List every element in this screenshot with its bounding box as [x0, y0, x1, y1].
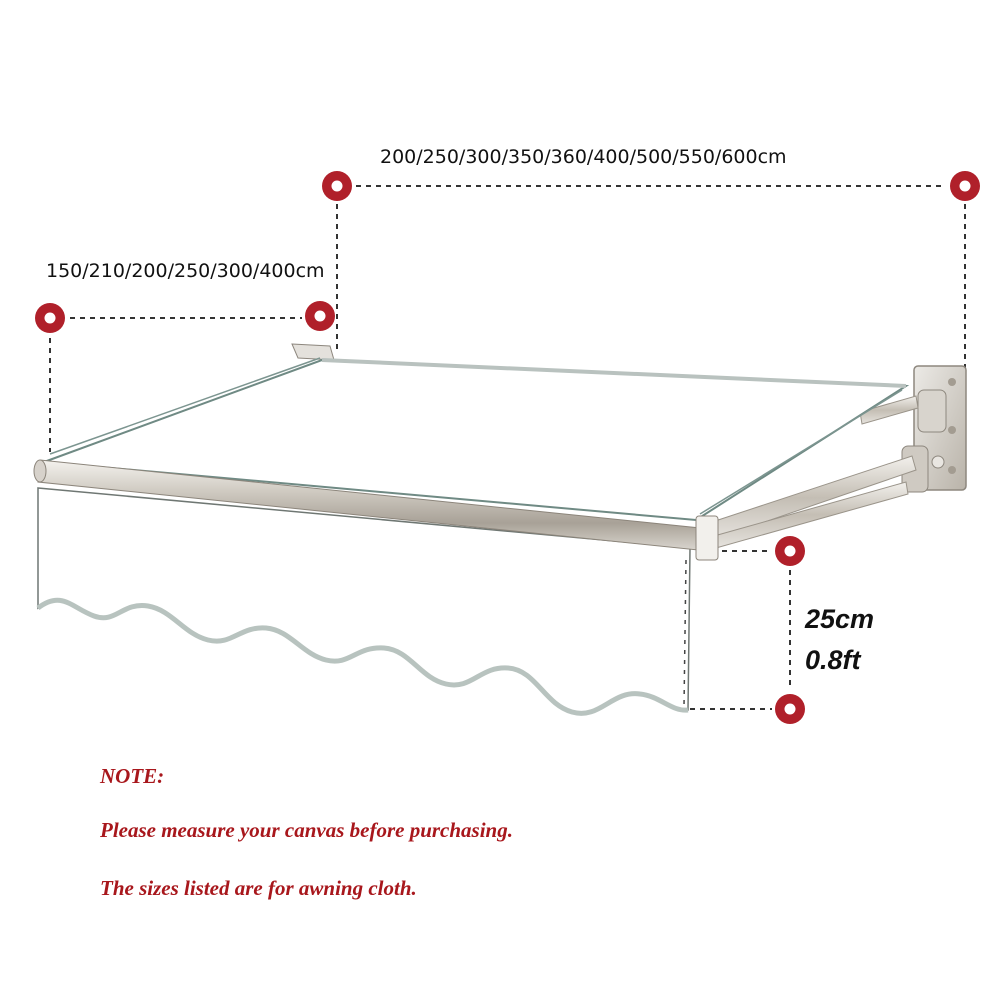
folding-arms: [705, 395, 919, 549]
awning-canvas: [43, 357, 910, 522]
width-dimension-lines: [336, 185, 966, 392]
marker-depth-left-icon: [35, 303, 65, 333]
marker-valance-top-icon: [775, 536, 805, 566]
valance-height-cm: 25cm: [805, 604, 875, 634]
depth-size-label: 150/210/200/250/300/400cm: [46, 260, 325, 282]
valance-dimension-lines: [680, 550, 791, 710]
awning-valance: [36, 487, 691, 716]
width-size-label: 200/250/300/350/360/400/500/550/600cm: [380, 146, 787, 168]
wall-bracket-right: [901, 365, 967, 493]
note-title: NOTE:: [100, 764, 165, 788]
marker-depth-right-icon: [305, 301, 335, 331]
marker-width-right-icon: [950, 171, 980, 201]
depth-dimension-lines: [49, 317, 302, 452]
marker-width-left-icon: [322, 171, 352, 201]
marker-valance-bottom-icon: [775, 694, 805, 724]
valance-height-ft: 0.8ft: [805, 645, 861, 675]
wall-bracket-left: [291, 343, 335, 361]
front-bar: [33, 459, 719, 561]
note-line-sizes: The sizes listed are for awning cloth.: [100, 876, 417, 900]
measurement-markers: [35, 171, 980, 724]
note-line-measure: Please measure your canvas before purcha…: [100, 818, 513, 842]
